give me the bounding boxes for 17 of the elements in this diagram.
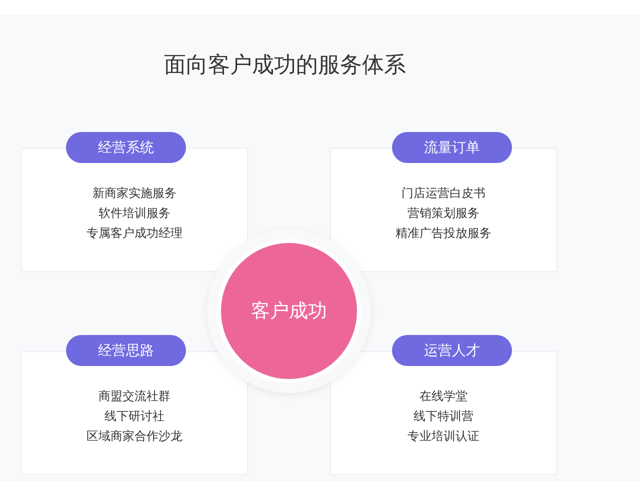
service-item: 营销策划服务: [408, 205, 480, 222]
service-item: 软件培训服务: [98, 205, 170, 222]
service-item: 专业培训认证: [408, 428, 480, 445]
service-item: 新商家实施服务: [92, 185, 176, 202]
category-pill: 经营思路: [66, 335, 186, 366]
diagram-title: 面向客户成功的服务体系: [163, 51, 407, 79]
service-item: 专属客户成功经理: [86, 225, 182, 242]
service-item: 线下特训营: [414, 408, 474, 425]
service-item: 区域商家合作沙龙: [86, 428, 182, 445]
category-pill: 流量订单: [392, 132, 512, 163]
service-item: 精准广告投放服务: [396, 225, 492, 242]
category-pill: 运营人才: [392, 335, 512, 366]
category-pill: 经营系统: [66, 132, 186, 163]
service-item: 商盟交流社群: [98, 388, 170, 405]
service-item: 线下研讨社: [104, 408, 164, 425]
service-item: 在线学堂: [420, 388, 468, 405]
service-item: 门店运营白皮书: [402, 185, 486, 202]
